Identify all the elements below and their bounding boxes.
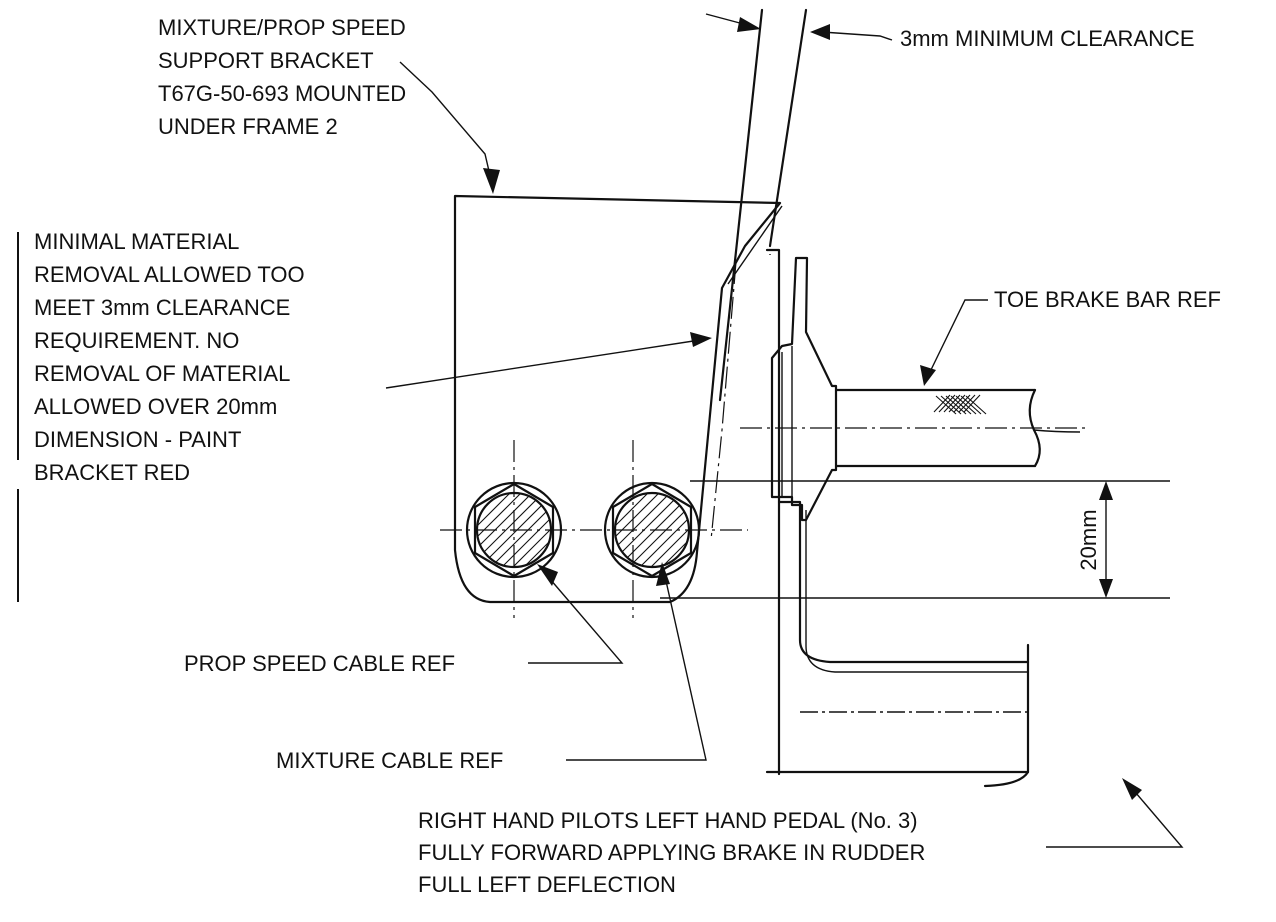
label-material-line5: REMOVAL OF MATERIAL xyxy=(34,361,290,386)
label-material-line6: ALLOWED OVER 20mm xyxy=(34,394,277,419)
label-mixture-bracket-line3: T67G-50-693 MOUNTED xyxy=(158,81,406,106)
label-material-line3: MEET 3mm CLEARANCE xyxy=(34,295,290,320)
leader-toe-brake xyxy=(920,299,988,386)
clearance-line-right xyxy=(768,8,808,248)
leader-pedal-note xyxy=(1046,778,1184,848)
support-bracket xyxy=(453,194,783,604)
label-pedal-note-line3: FULL LEFT DEFLECTION xyxy=(418,872,676,897)
label-clearance: 3mm MINIMUM CLEARANCE xyxy=(900,26,1195,51)
label-toe-brake: TOE BRAKE BAR REF xyxy=(994,287,1221,312)
leader-mixture-cable xyxy=(566,562,707,761)
hatch-line xyxy=(477,493,511,567)
label-material-line4: REQUIREMENT. NO xyxy=(34,328,239,353)
hatch-line xyxy=(477,493,500,567)
clearance-line-left xyxy=(718,8,764,402)
pedal-body xyxy=(777,500,1030,788)
label-material-line7: DIMENSION - PAINT xyxy=(34,427,241,452)
leader-clearance xyxy=(705,13,893,41)
dimension-label: 20mm xyxy=(1076,509,1101,570)
leader-mixture-bracket xyxy=(399,61,500,194)
label-material-line1: MINIMAL MATERIAL xyxy=(34,229,239,254)
label-mixture-bracket-line2: SUPPORT BRACKET xyxy=(158,48,374,73)
label-mixture-cable: MIXTURE CABLE REF xyxy=(276,748,503,773)
hatch-line xyxy=(523,493,551,567)
label-prop-speed-cable: PROP SPEED CABLE REF xyxy=(184,651,455,676)
label-mixture-bracket-line4: UNDER FRAME 2 xyxy=(158,114,338,139)
label-material-line8: BRACKET RED xyxy=(34,460,190,485)
rod-hatch-line xyxy=(965,395,987,415)
label-pedal-note-line2: FULLY FORWARD APPLYING BRAKE IN RUDDER xyxy=(418,840,925,865)
hatch-line xyxy=(661,493,689,567)
pedal-plate xyxy=(765,248,781,774)
hatch-line xyxy=(615,493,638,567)
leader-material-removal xyxy=(385,332,712,389)
label-material-line2: REMOVAL ALLOWED TOO xyxy=(34,262,305,287)
rod-hatch-line xyxy=(958,394,976,413)
hatch-line xyxy=(615,493,649,567)
rod-hatch-line xyxy=(963,394,981,413)
label-mixture-bracket-line1: MIXTURE/PROP SPEED xyxy=(158,15,406,40)
label-pedal-note-line1: RIGHT HAND PILOTS LEFT HAND PEDAL (No. 3… xyxy=(418,808,918,833)
leader-prop-speed xyxy=(528,564,624,664)
dimension-20mm xyxy=(660,480,1170,599)
